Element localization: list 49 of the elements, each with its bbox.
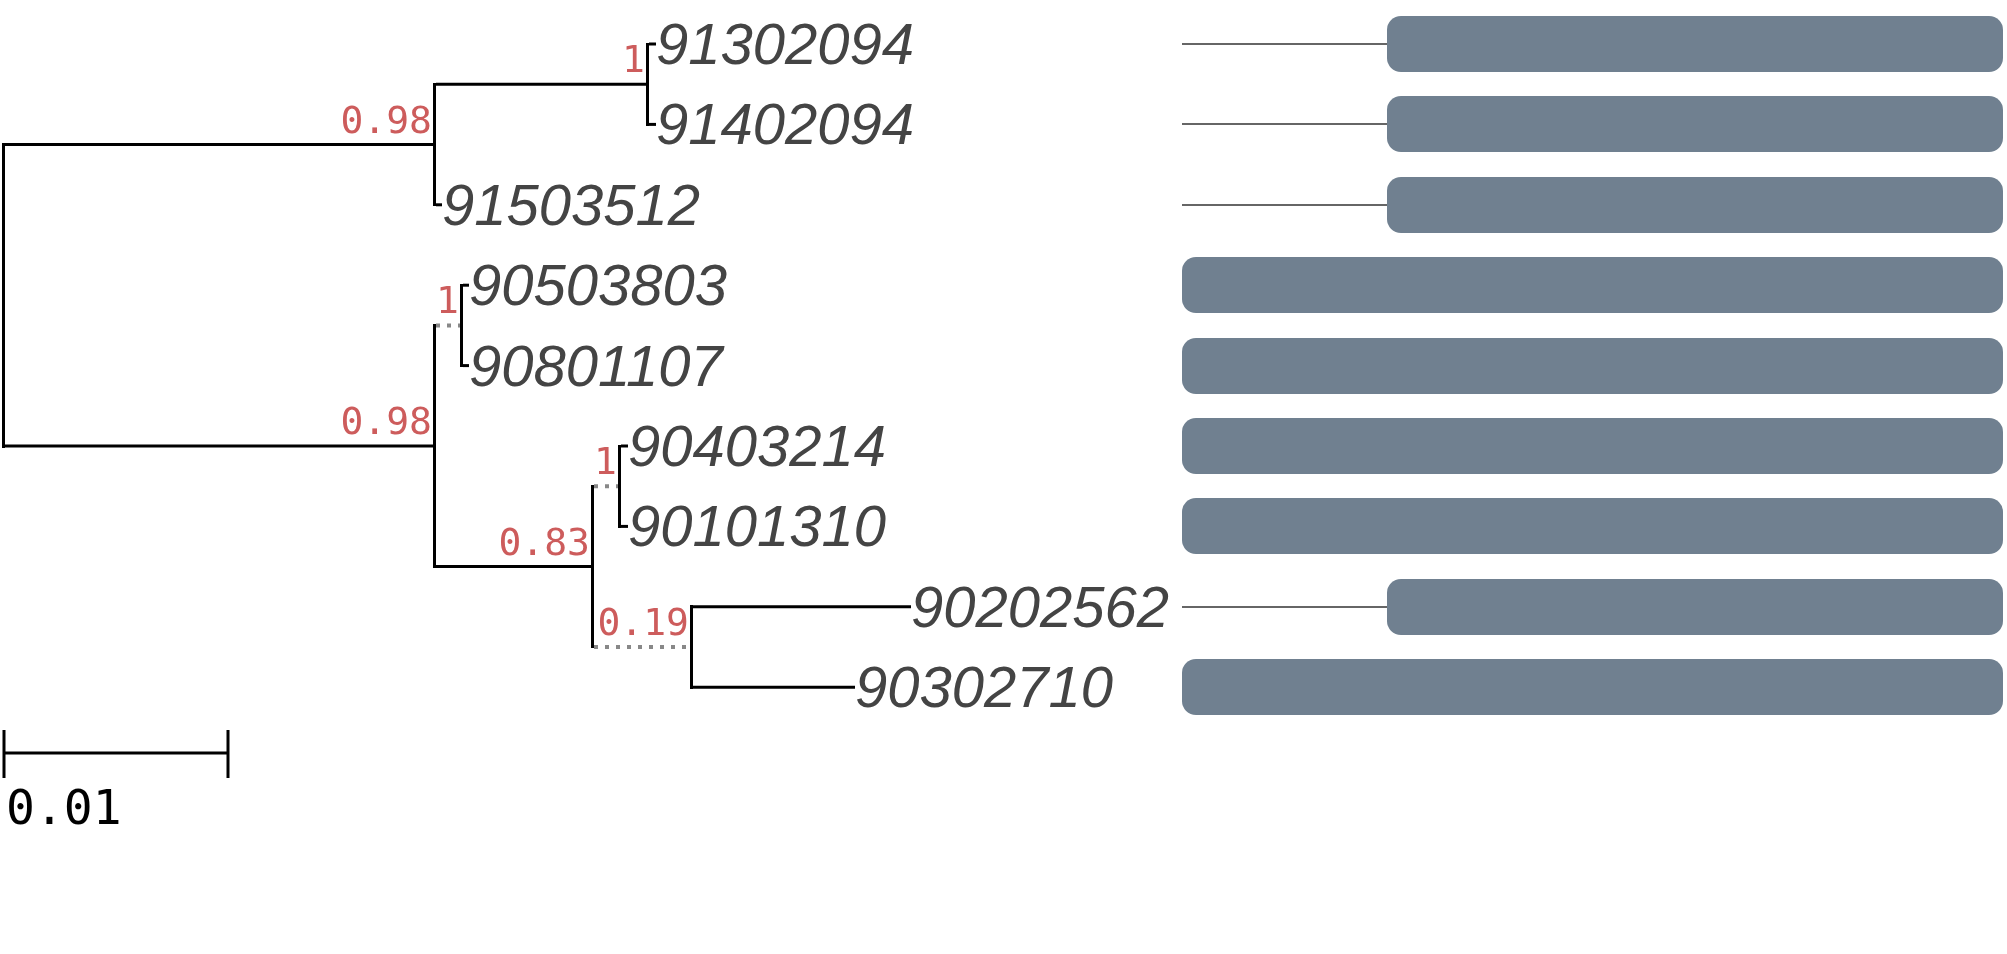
tree-branch xyxy=(594,484,618,489)
domain-track xyxy=(1182,578,2003,635)
tree-branch xyxy=(463,283,469,287)
tree-branch xyxy=(436,82,646,86)
support-value: 1 xyxy=(622,40,645,79)
domain-bar xyxy=(1182,257,2003,314)
clade-bracket xyxy=(460,283,463,368)
tree-branch xyxy=(649,42,656,46)
tree-branch xyxy=(649,122,656,126)
clade-bracket xyxy=(591,484,594,649)
support-value: 1 xyxy=(594,442,617,481)
tree-branch xyxy=(436,323,460,328)
taxon-label: 90503803 xyxy=(469,255,728,316)
support-value: 1 xyxy=(436,281,459,320)
taxon-label: 91503512 xyxy=(442,174,701,235)
taxon-label: 90101310 xyxy=(628,496,887,557)
taxon-label: 90202562 xyxy=(911,576,1170,637)
clade-bracket xyxy=(433,82,436,207)
clade-bracket xyxy=(2,143,5,448)
taxon-label: 91402094 xyxy=(656,94,915,155)
tree-branch xyxy=(693,605,911,609)
domain-track xyxy=(1182,16,2003,72)
domain-bar xyxy=(1182,498,2003,555)
tree-branch xyxy=(436,203,442,207)
support-value: 0.83 xyxy=(498,522,590,561)
clade-bracket xyxy=(618,444,621,528)
support-value: 0.98 xyxy=(340,402,432,440)
scale-label: 0.01 xyxy=(6,782,122,832)
tree-branch xyxy=(436,565,591,569)
taxon-label: 90403214 xyxy=(628,416,887,476)
taxon-label: 91302094 xyxy=(656,14,915,74)
taxon-label: 90801107 xyxy=(469,335,723,396)
tree-branch xyxy=(5,143,433,146)
tree-branch xyxy=(621,524,628,528)
domain-bar xyxy=(1182,418,2003,474)
tree-branch xyxy=(621,444,628,448)
tree-branch xyxy=(693,685,855,689)
clade-bracket xyxy=(433,323,436,569)
clade-bracket xyxy=(690,605,693,689)
clade-bracket xyxy=(646,42,649,126)
taxon-label: 90302710 xyxy=(855,657,1114,718)
support-value: 0.98 xyxy=(340,100,432,139)
domain-track xyxy=(1182,96,2003,153)
support-value: 0.19 xyxy=(597,603,689,641)
domain-track xyxy=(1182,176,2003,233)
domain-bar xyxy=(1182,659,2003,716)
tree-branch xyxy=(5,444,433,448)
tree-branch xyxy=(463,364,469,368)
domain-bar xyxy=(1182,337,2003,394)
